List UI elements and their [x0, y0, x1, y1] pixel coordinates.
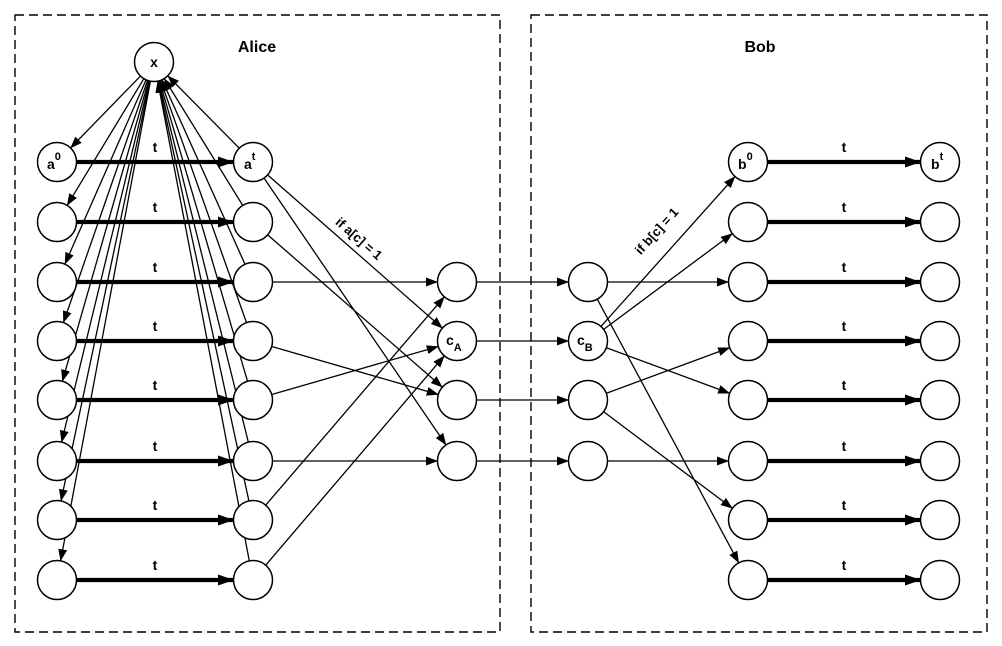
bob-title: Bob [744, 39, 775, 56]
alice-right-nodes [232, 141, 274, 601]
state-node [436, 261, 478, 303]
state-node [232, 261, 274, 303]
t-label: t [153, 438, 158, 454]
t-label: t [842, 259, 847, 275]
state-node [727, 559, 769, 601]
state-node [36, 201, 78, 243]
node-cB [567, 320, 609, 362]
bob-t-labels: t t t t t t t t [842, 139, 847, 573]
state-node [36, 440, 78, 482]
node-a0-label: a0 [47, 151, 61, 172]
state-node [919, 379, 961, 421]
bob-right-nodes [919, 141, 961, 601]
state-node [567, 440, 609, 482]
state-node [232, 201, 274, 243]
node-bt-label: bt [931, 151, 944, 172]
state-node [727, 440, 769, 482]
state-node [36, 320, 78, 362]
state-node [36, 559, 78, 601]
state-node [232, 440, 274, 482]
state-node [36, 379, 78, 421]
alice-box [14, 14, 501, 633]
state-node [567, 261, 609, 303]
node-cB-label: cB [577, 332, 593, 354]
state-node [232, 499, 274, 541]
t-label: t [153, 377, 158, 393]
state-node [36, 261, 78, 303]
state-node [436, 440, 478, 482]
state-node [919, 320, 961, 362]
to-x-edges [155, 75, 250, 561]
state-node [919, 499, 961, 541]
edge-condition-bob: if b[c] = 1 [632, 205, 682, 258]
node-cA [436, 320, 478, 362]
node-at [232, 141, 274, 183]
state-node [436, 379, 478, 421]
alice-title: Alice [238, 39, 276, 56]
bob-left-nodes [727, 141, 769, 601]
alice-choice-edges [263, 174, 447, 566]
bob-relay-nodes [567, 261, 609, 482]
bob-row-arrows [768, 156, 921, 586]
t-label: t [842, 377, 847, 393]
state-node [727, 261, 769, 303]
t-label: t [842, 199, 847, 215]
bob-choice-edges [596, 176, 740, 564]
state-node [232, 559, 274, 601]
t-label: t [842, 318, 847, 334]
t-label: t [153, 557, 158, 573]
node-cA-label: cA [446, 332, 462, 354]
t-label: t [842, 139, 847, 155]
node-at-label: at [244, 151, 256, 172]
state-node [567, 379, 609, 421]
node-x [133, 41, 175, 83]
state-node [727, 320, 769, 362]
state-node [919, 559, 961, 601]
alice-left-nodes [36, 41, 175, 601]
node-a0 [36, 141, 78, 183]
x-fanout-edges [58, 75, 151, 562]
t-label: t [842, 557, 847, 573]
state-node [36, 499, 78, 541]
alice-t-labels: t t t t t t t t [153, 139, 158, 573]
t-label: t [153, 139, 158, 155]
node-b0-label: b0 [738, 151, 753, 172]
t-label: t [153, 497, 158, 513]
node-b0 [727, 141, 769, 183]
interbox-edges [477, 277, 569, 466]
node-x-label: x [150, 54, 158, 70]
t-label: t [842, 438, 847, 454]
state-node [919, 440, 961, 482]
state-node [727, 379, 769, 421]
state-node [232, 320, 274, 362]
state-node [232, 379, 274, 421]
t-label: t [842, 497, 847, 513]
alice-row-arrows [77, 156, 234, 586]
t-label: t [153, 199, 158, 215]
node-bt [919, 141, 961, 183]
state-node [727, 201, 769, 243]
alice-relay-nodes [436, 261, 478, 482]
state-node [727, 499, 769, 541]
bob-box [530, 14, 988, 633]
state-node [919, 201, 961, 243]
t-label: t [153, 259, 158, 275]
t-label: t [153, 318, 158, 334]
state-node [919, 261, 961, 303]
